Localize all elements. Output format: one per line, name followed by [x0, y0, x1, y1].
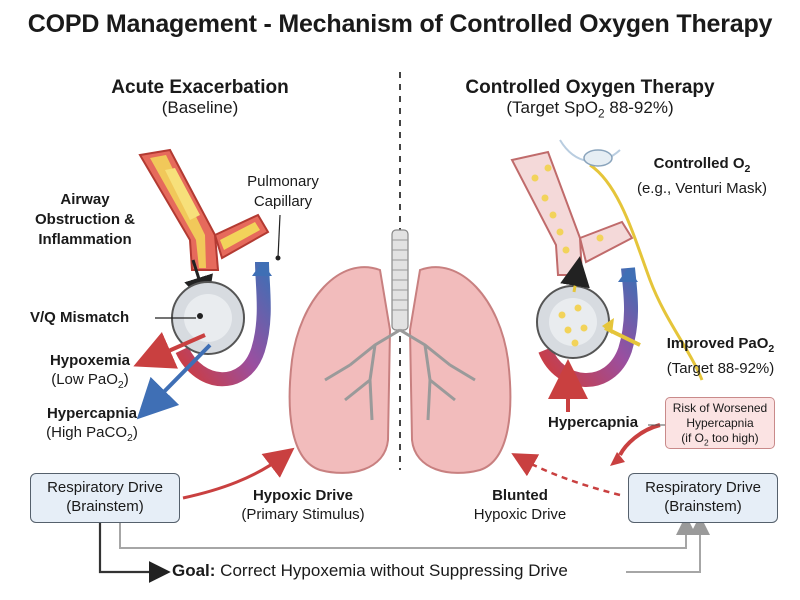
right-panel-header: Controlled Oxygen Therapy [465, 77, 715, 98]
hypercapnia-left-label: Hypercapnia (High PaCO2) [46, 405, 138, 444]
hypoxemia-arrow [133, 332, 206, 369]
left-airway-illustration [138, 148, 270, 307]
hypercapnia-right-label: Hypercapnia [548, 414, 639, 431]
blunted-drive-arrow [511, 453, 621, 497]
left-respiratory-drive-box: Respiratory Drive (Brainstem) [30, 473, 180, 523]
blunted-hypoxic-drive-label: Blunted Hypoxic Drive [473, 487, 567, 523]
page-title: COPD Management - Mechanism of Controlle… [27, 10, 773, 38]
left-panel-subheader: (Baseline) [161, 98, 239, 117]
venturi-mask-icon [583, 149, 613, 167]
airway-obstruction-label: Airway Obstruction & Inflammation [35, 191, 135, 248]
left-pulmonary-capillary [175, 261, 271, 387]
right-panel-subheader: (Target SpO2 88-92%) [506, 98, 674, 121]
left-panel-header: Acute Exacerbation [111, 77, 289, 98]
hypoxic-drive-arrow [182, 447, 295, 500]
right-airway-illustration [510, 150, 634, 276]
improved-pao2-label: Improved PaO2 (Target 88-92%) [666, 335, 775, 377]
o2-tube [589, 163, 704, 381]
vq-mismatch-label: V/Q Mismatch [30, 309, 130, 326]
right-respiratory-drive-box: Respiratory Drive (Brainstem) [628, 473, 778, 523]
pulmonary-capillary-label: Pulmonary Capillary [247, 173, 319, 210]
hypercapnia-arrow [136, 343, 212, 420]
hypoxemia-label: Hypoxemia (Low PaO2) [49, 352, 131, 391]
risk-worsened-hypercapnia-box: Risk of Worsened Hypercapnia (if O2 too … [665, 397, 775, 449]
hypoxic-drive-label: Hypoxic Drive (Primary Stimulus) [241, 487, 365, 523]
lungs-illustration [288, 229, 512, 474]
controlled-o2-label: Controlled O2 (e.g., Venturi Mask) [636, 155, 768, 197]
goal-statement: Goal: Correct Hypoxemia without Suppress… [172, 561, 568, 580]
